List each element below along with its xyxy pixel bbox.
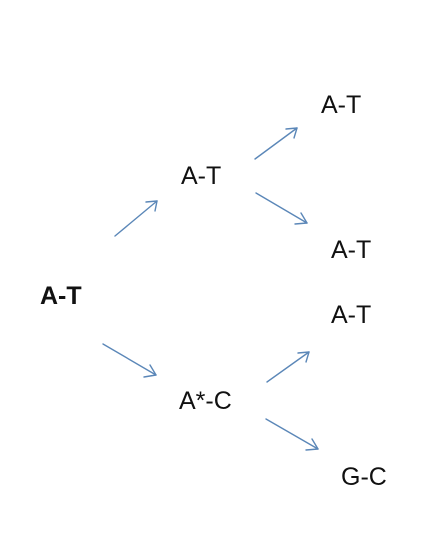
gen2-base-pair-4: G-C	[341, 463, 387, 491]
gen2-base-pair-3: A-T	[331, 301, 372, 329]
gen1-base-pair-top: A-T	[181, 162, 222, 190]
gen2-base-pair-2: A-T	[331, 236, 372, 264]
arrow-at-to-at-middle	[255, 192, 308, 225]
arrow-astar-c-to-gc	[265, 418, 319, 451]
arrow-root-to-at	[114, 200, 158, 237]
arrow-astar-c-to-at	[266, 351, 310, 383]
root-base-pair: A-T	[40, 282, 82, 310]
arrow-root-to-astar-c	[102, 343, 157, 378]
gen1-base-pair-mutant: A*-C	[179, 387, 232, 415]
gen2-base-pair-1: A-T	[321, 91, 362, 119]
arrow-at-to-at-top	[254, 127, 298, 160]
